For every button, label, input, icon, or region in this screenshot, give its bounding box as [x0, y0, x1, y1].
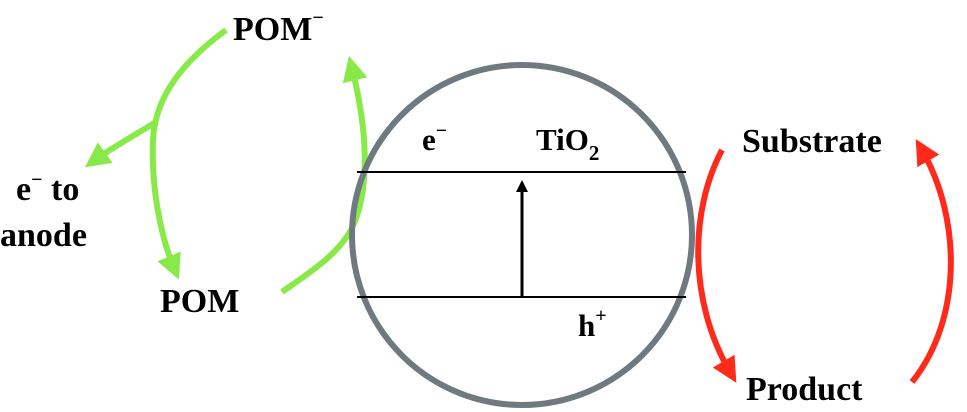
arrow-electron-to-anode [84, 119, 158, 168]
label-product: Product [746, 371, 863, 408]
label-pom: POM [160, 283, 239, 320]
label-e-to-anode-line2: anode [0, 217, 87, 254]
label-electron: e− [422, 120, 447, 157]
arrow-product-to-substrate [909, 139, 954, 384]
label-substrate: Substrate [742, 123, 882, 160]
label-e-to-anode-line1: e− to [16, 169, 79, 208]
label-hole: h+ [578, 305, 607, 343]
label-pom-reduced: POM− [233, 7, 324, 48]
arrow-pom-reduced-to-pom [149, 27, 228, 280]
arrow-substrate-to-product [695, 148, 737, 383]
label-tio2: TiO2 [536, 122, 599, 165]
